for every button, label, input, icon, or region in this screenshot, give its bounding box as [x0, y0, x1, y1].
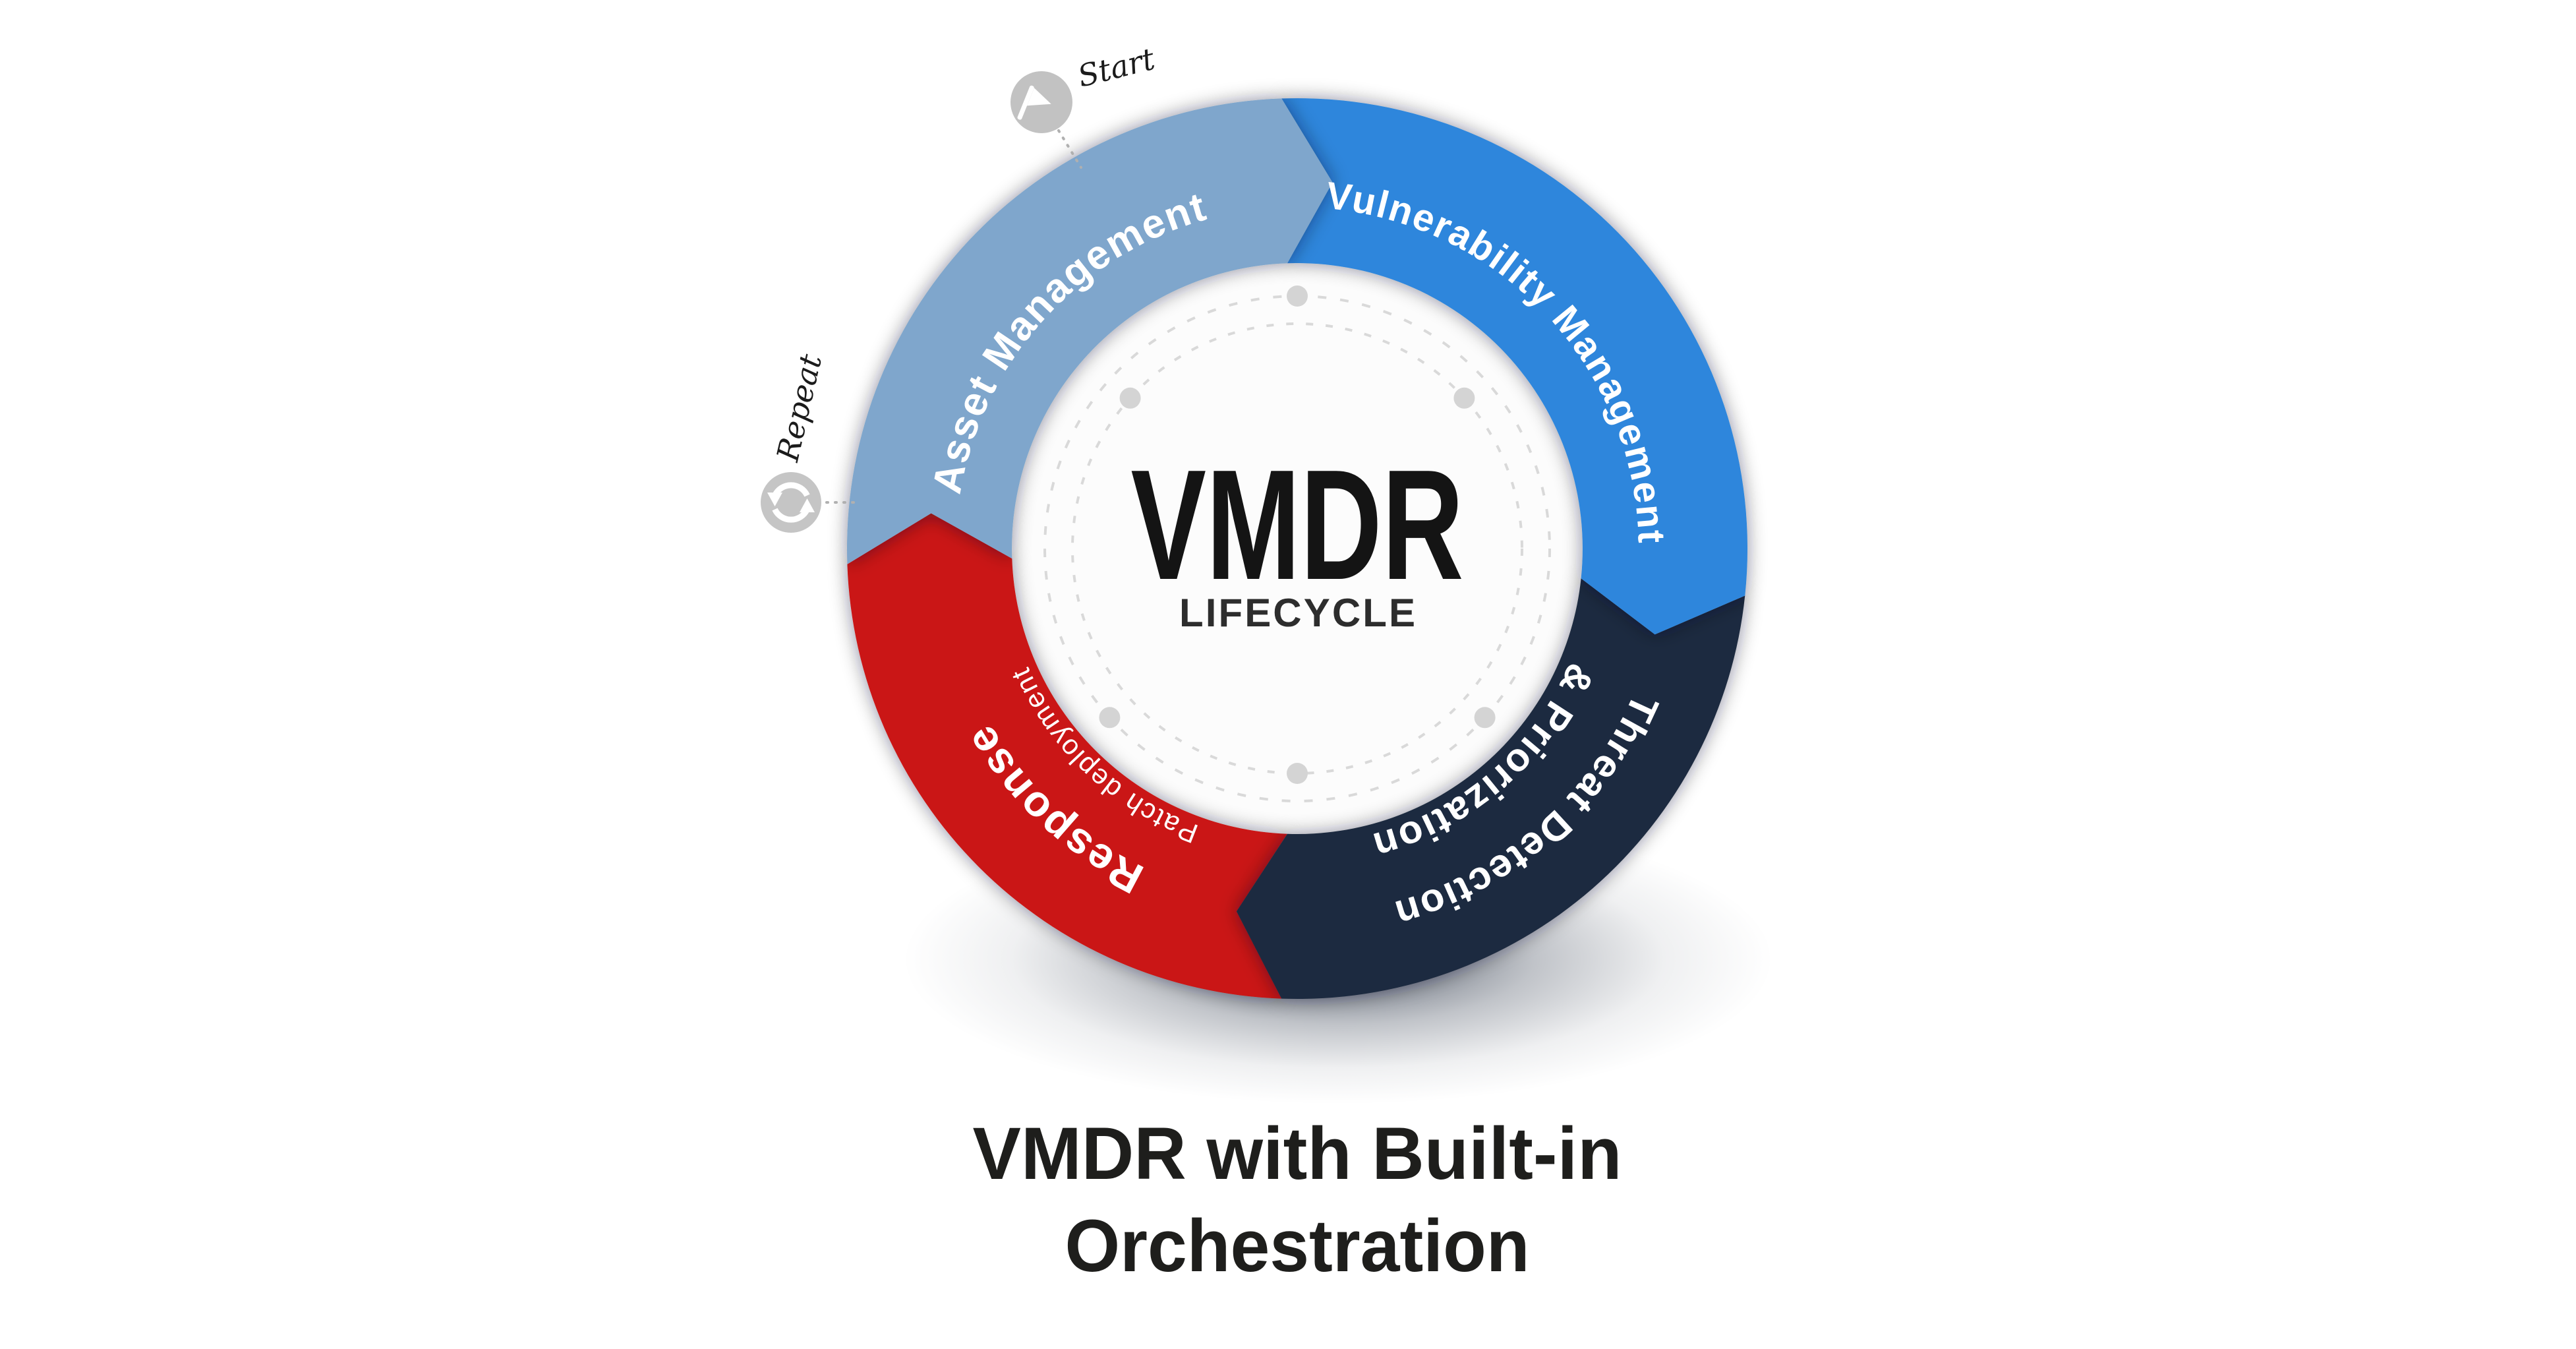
hub-dot-5: [1119, 387, 1141, 409]
segment-response: [847, 513, 1287, 999]
start-label: Start: [1074, 41, 1159, 94]
repeat-marker: Repeat: [761, 351, 858, 533]
flag-icon: [1017, 85, 1051, 120]
start-connector-dotted-line: [1057, 129, 1082, 169]
hub-disc: [1010, 261, 1585, 836]
hub-dot-3: [1287, 763, 1308, 784]
wheel-segments: [846, 98, 1748, 1000]
footer-title-line2: Orchestration: [1065, 1205, 1530, 1287]
footer-title: VMDR with Built-in Orchestration: [973, 1112, 1622, 1287]
hub-dot-0: [1287, 285, 1308, 307]
refresh-cycle-icon: [767, 482, 815, 523]
footer-title-line1: VMDR with Built-in: [973, 1112, 1622, 1195]
hub-subtitle: LIFECYCLE: [1179, 591, 1415, 635]
hub-dots: [1099, 285, 1496, 784]
segment-asset-management: [846, 98, 1333, 564]
hub-dot-4: [1099, 707, 1121, 729]
repeat-marker-circle: [761, 472, 821, 533]
hub-dot-2: [1474, 707, 1496, 729]
segment-vulnerability-management: [1281, 98, 1748, 635]
hub-dashed-ring-inner: [1071, 322, 1523, 775]
repeat-label: Repeat: [769, 351, 829, 465]
segment-threat-detection: [1236, 578, 1745, 1000]
hub-decoration: [1043, 285, 1551, 802]
hub-title: VMDR: [1131, 438, 1464, 613]
hub-dot-1: [1453, 387, 1475, 409]
